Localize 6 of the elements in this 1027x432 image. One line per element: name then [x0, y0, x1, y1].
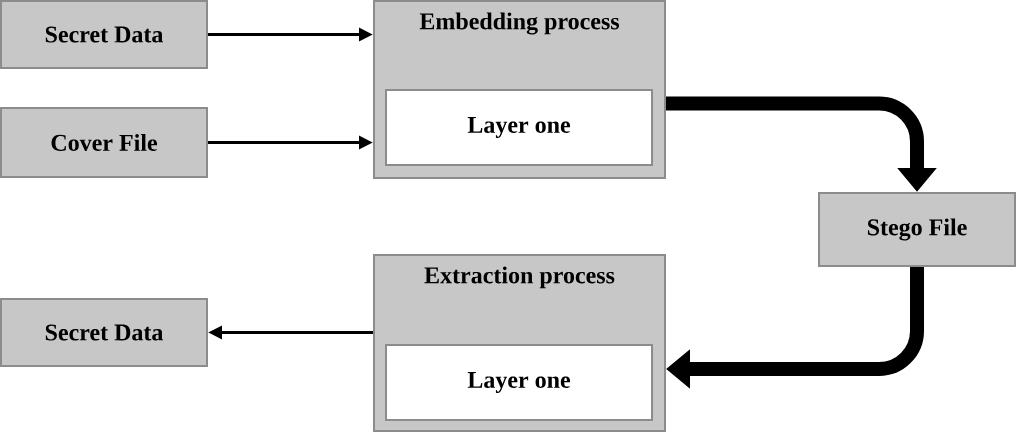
- data-box: Secret Data: [0, 0, 208, 69]
- data-box: Secret Data: [0, 298, 208, 367]
- data-box: Stego File: [818, 192, 1016, 267]
- layer-box: Layer one: [385, 89, 653, 166]
- data-box: Cover File: [0, 107, 208, 178]
- layer-box: Layer one: [385, 344, 653, 421]
